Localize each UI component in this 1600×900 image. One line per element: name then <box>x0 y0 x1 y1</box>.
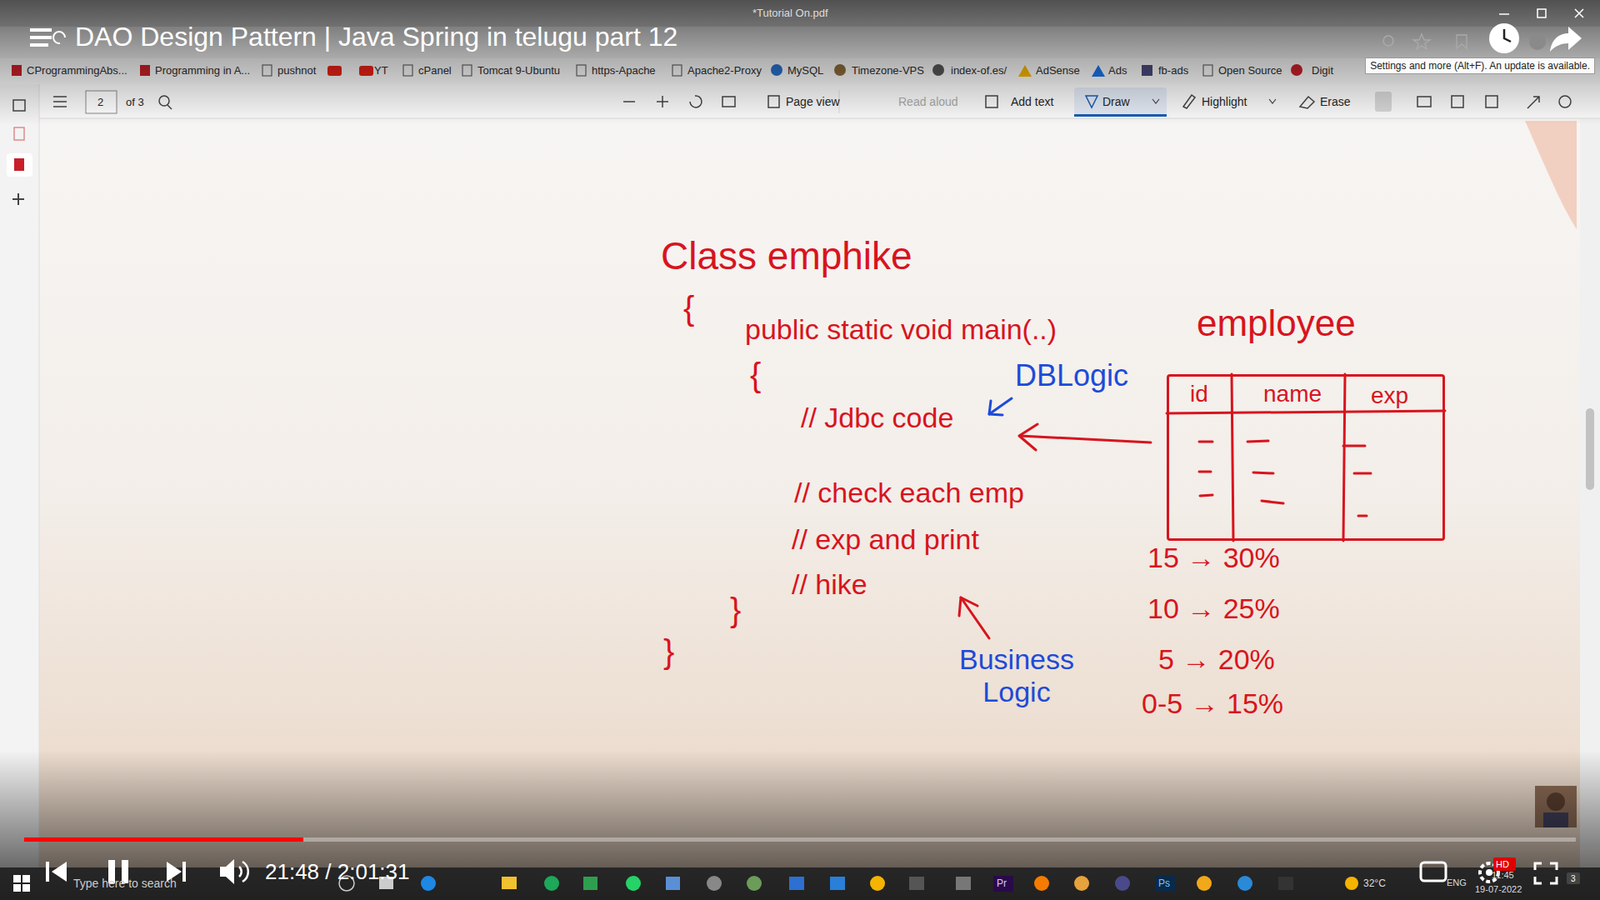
handwritten-brace: { <box>750 358 761 392</box>
table-header: name <box>1263 382 1322 406</box>
clock-date: 19-07-2022 <box>1475 885 1522 895</box>
bookmark: fb-ads <box>1158 65 1189 76</box>
weather: 32°C <box>1363 878 1386 889</box>
notification-count: 3 <box>1570 875 1576 884</box>
handwritten-note: Business Logic <box>950 643 1084 709</box>
clock-time: 11:45 <box>1491 870 1515 880</box>
handwritten-brace: } <box>663 635 675 669</box>
toolbar-button: Erase <box>1320 95 1351 108</box>
handwritten-comment: // hike <box>791 570 868 599</box>
handwritten-comment: // check each emp <box>794 478 1025 507</box>
tooltip: Settings and more (Alt+F). An update is … <box>1365 57 1595 75</box>
page-number: 2 <box>97 96 104 108</box>
language: ENG <box>1446 878 1467 888</box>
bookmark: MySQL <box>787 65 824 76</box>
table-header: id <box>1190 382 1209 406</box>
bookmark: CProgrammingAbs... <box>26 65 128 76</box>
bookmark: Digit <box>1311 65 1334 76</box>
taskbar-search: Type here to search <box>73 877 177 890</box>
hike-rule: 10 → 25% <box>1147 594 1280 623</box>
bookmark: pushnot <box>277 65 316 76</box>
handwritten-code: Class emphike <box>660 236 913 275</box>
tab-title: *Tutorial On.pdf <box>752 7 829 19</box>
toolbar-button: Read aloud <box>898 95 959 108</box>
table-header: exp <box>1370 384 1409 408</box>
handwritten-comment: // exp and print <box>791 525 980 554</box>
toolbar-button: Page view <box>785 95 840 108</box>
handwritten-note: DBLogic <box>1015 360 1129 391</box>
toolbar-button: Highlight <box>1201 95 1247 108</box>
bookmark: Tomcat 9-Ubuntu <box>477 65 560 76</box>
hike-rule: 5 → 20% <box>1158 645 1275 674</box>
bookmark: AdSense <box>1035 65 1080 76</box>
bookmark: https-Apache <box>591 65 656 76</box>
video-time: 21:48 / 2:01:31 <box>265 860 410 883</box>
table-heading: employee <box>1196 305 1356 342</box>
bookmark: Open Source <box>1218 65 1283 76</box>
hike-rule: 0-5 → 15% <box>1141 689 1284 718</box>
handwritten-brace: { <box>683 291 695 325</box>
bookmark: Programming in A... <box>155 65 250 76</box>
bookmark: cPanel <box>418 65 452 76</box>
bookmark: Ads <box>1108 65 1127 76</box>
handwritten-code: public static void main(..) <box>745 315 1057 344</box>
bookmark: Timezone-VPS <box>851 65 925 76</box>
handwritten-comment: // Jdbc code <box>800 403 954 432</box>
app-icon: Pr <box>996 878 1007 889</box>
hike-rule: 15 → 30% <box>1147 543 1280 572</box>
handwritten-brace: } <box>730 593 741 627</box>
bookmark: Apache2-Proxy <box>687 65 762 76</box>
app-icon: Ps <box>1158 878 1170 889</box>
video-title: DAO Design Pattern | Java Spring in telu… <box>75 23 678 50</box>
page-count: of 3 <box>125 96 145 108</box>
toolbar-button: Draw <box>1102 95 1130 108</box>
quality-badge: HD <box>1495 860 1510 870</box>
bookmark: index-of.es/ <box>950 65 1007 76</box>
toolbar-button: Add text <box>1010 95 1054 108</box>
bookmark: YT <box>374 65 389 76</box>
